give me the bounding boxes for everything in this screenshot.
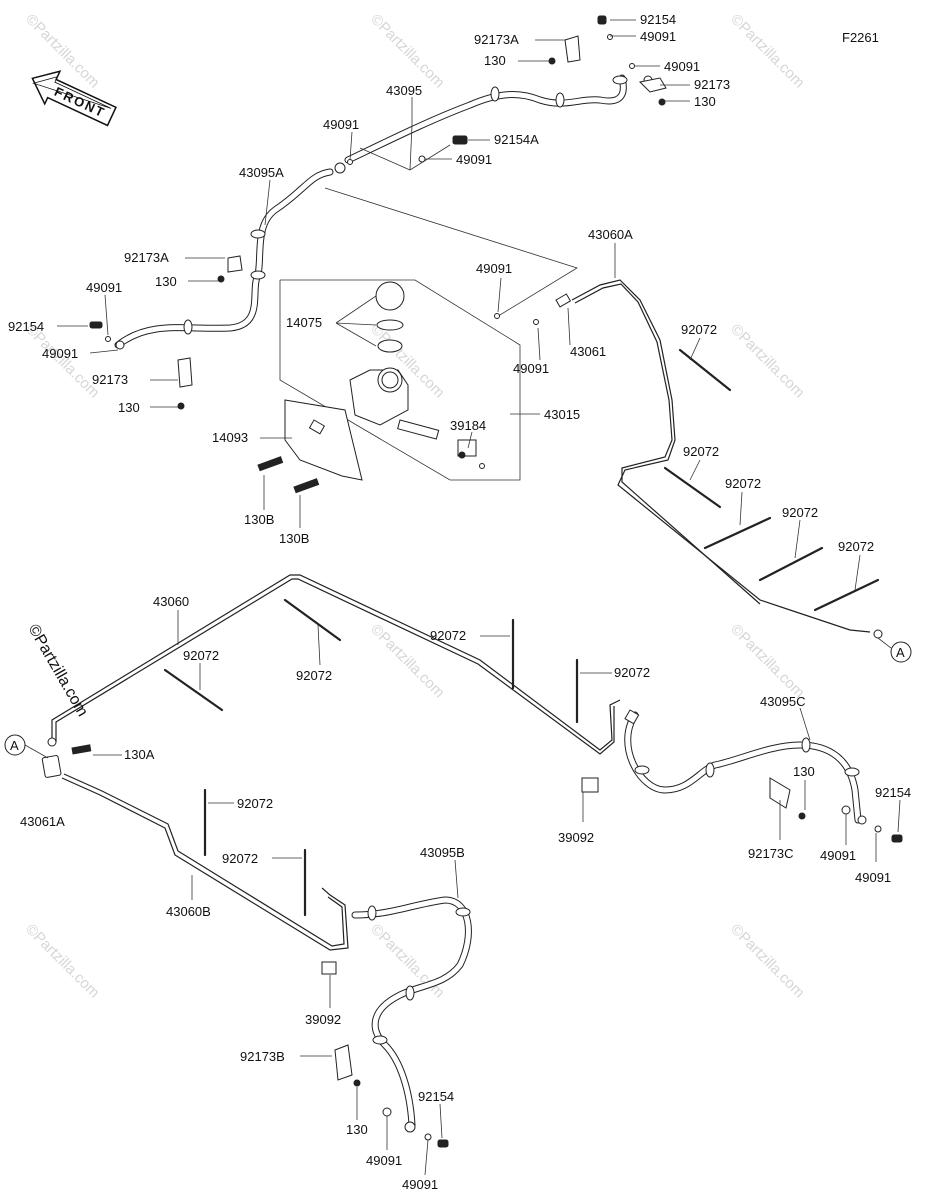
hose-43095B — [334, 896, 472, 1148]
connector-ref: A — [896, 645, 905, 660]
callout: 49091 — [855, 870, 891, 885]
callout: 92173A — [474, 32, 519, 47]
callout-labels: 92154 49091 92173A 130 49091 92173 130 4… — [8, 12, 911, 1192]
callout: 92072 — [430, 628, 466, 643]
hose-43095C — [581, 709, 903, 843]
pipe-43060B — [41, 737, 349, 975]
watermark: ©Partzilla.com — [727, 321, 808, 402]
callout: 92072 — [183, 648, 219, 663]
callout: 130 — [346, 1122, 368, 1137]
credit-text: ©Partzilla.com — [25, 622, 91, 720]
callout: 39184 — [450, 418, 486, 433]
callout: 92072 — [838, 539, 874, 554]
callout: 130 — [793, 764, 815, 779]
callout: 43095C — [760, 694, 806, 709]
watermark: ©Partzilla.com — [727, 621, 808, 702]
callout: 92072 — [614, 665, 650, 680]
callout: 43015 — [544, 407, 580, 422]
callout: 14075 — [286, 315, 322, 330]
callout: 49091 — [476, 261, 512, 276]
callout: 49091 — [664, 59, 700, 74]
callout: 92072 — [296, 668, 332, 683]
callout: 92154 — [418, 1089, 454, 1104]
watermark: ©Partzilla.com — [22, 921, 103, 1002]
callout: 43061A — [20, 814, 65, 829]
callout: 92154 — [640, 12, 676, 27]
callout: 43061 — [570, 344, 606, 359]
callout: 49091 — [456, 152, 492, 167]
callout: 92072 — [681, 322, 717, 337]
upper-hose-assembly — [89, 15, 667, 410]
callout: 92154A — [494, 132, 539, 147]
callout: 92072 — [782, 505, 818, 520]
callout: 43060 — [153, 594, 189, 609]
callout: 130A — [124, 747, 155, 762]
watermark: ©Partzilla.com — [727, 11, 808, 92]
callout: 92173B — [240, 1049, 285, 1064]
callout: 130 — [694, 94, 716, 109]
callout: 92154 — [8, 319, 44, 334]
callout: 130 — [484, 53, 506, 68]
callout: 43095 — [386, 83, 422, 98]
callout: 130 — [155, 274, 177, 289]
callout: 39092 — [558, 830, 594, 845]
watermarks: ©Partzilla.com ©Partzilla.com ©Partzilla… — [22, 11, 808, 1002]
callout: 92154 — [875, 785, 911, 800]
pipe-43060A — [571, 279, 883, 639]
callout: 92072 — [683, 444, 719, 459]
callout: 49091 — [366, 1153, 402, 1168]
callout: 92173A — [124, 250, 169, 265]
watermark: ©Partzilla.com — [727, 921, 808, 1002]
callout: 92072 — [725, 476, 761, 491]
cable-ties-right — [663, 348, 880, 612]
watermark: ©Partzilla.com — [367, 11, 448, 92]
callout: 92173 — [694, 77, 730, 92]
callout: 92173 — [92, 372, 128, 387]
callout: 92072 — [237, 796, 273, 811]
callout: 92173C — [748, 846, 794, 861]
callout: 49091 — [42, 346, 78, 361]
callout: 49091 — [640, 29, 676, 44]
leader-lines — [57, 19, 901, 1176]
callout: 49091 — [86, 280, 122, 295]
callout: 39092 — [305, 1012, 341, 1027]
callout: 49091 — [402, 1177, 438, 1192]
callout: 43095A — [239, 165, 284, 180]
connector-ref: A — [10, 738, 19, 753]
callout: 49091 — [820, 848, 856, 863]
callout: 130 — [118, 400, 140, 415]
master-cylinder-assembly — [257, 187, 578, 494]
callout: 14093 — [212, 430, 248, 445]
pipe-43060 — [51, 574, 621, 755]
callout: 130B — [244, 512, 274, 527]
callout: 92072 — [222, 851, 258, 866]
callout: 43060B — [166, 904, 211, 919]
figure-code: F2261 — [842, 30, 879, 45]
callout: 43095B — [420, 845, 465, 860]
callout: 49091 — [513, 361, 549, 376]
callout: 49091 — [323, 117, 359, 132]
connector-refs: A A — [4, 637, 912, 759]
callout: 130B — [279, 531, 309, 546]
callout: 43060A — [588, 227, 633, 242]
